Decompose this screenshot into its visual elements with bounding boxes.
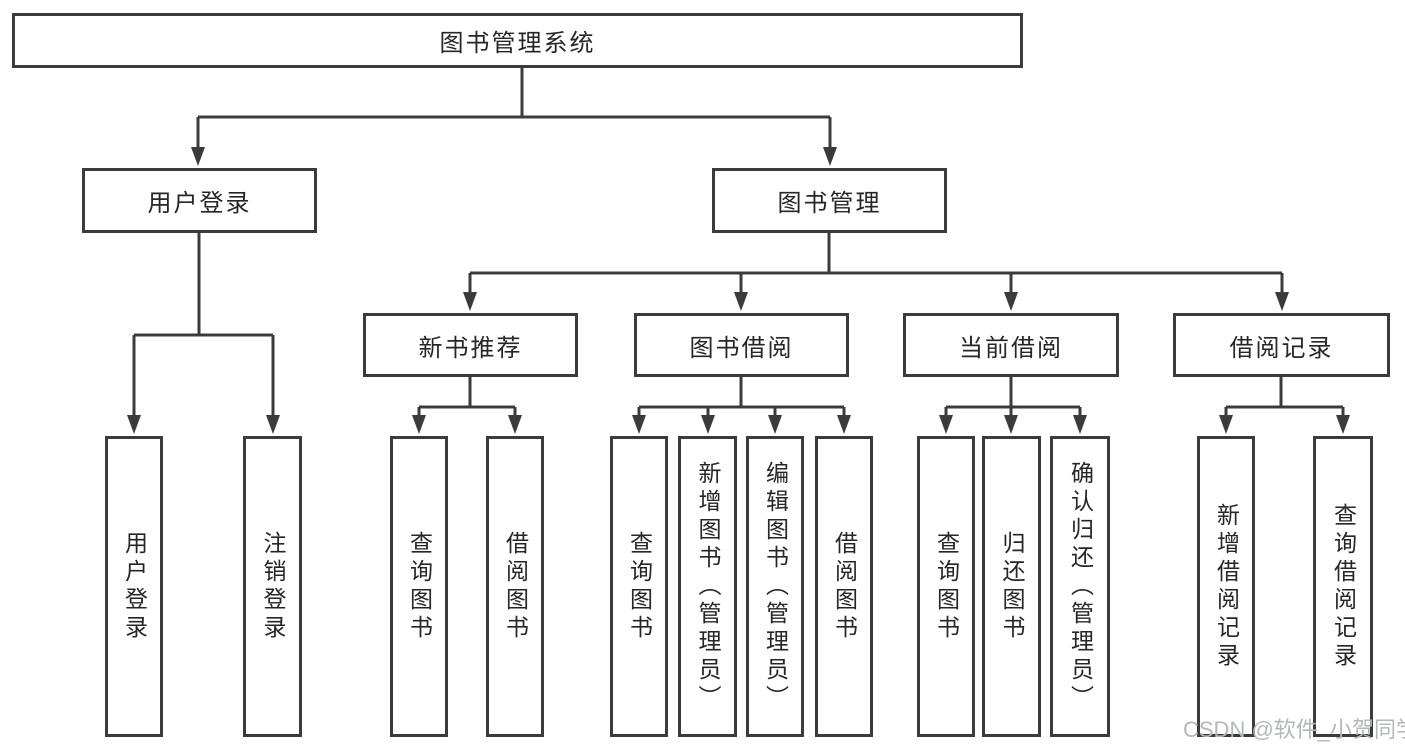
leaf-bb-add-books-admin: 新增图书（管理员） [678, 436, 737, 737]
leaf-user-login: 用户登录 [105, 436, 163, 737]
connector-borrow-records-children [1219, 377, 1350, 434]
connector-book-management-to-level3 [463, 233, 1289, 311]
leaf-cb-confirm-return-admin: 确认归还（管理员） [1050, 436, 1110, 737]
leaf-logout: 注销登录 [243, 436, 302, 737]
connector-root-to-level2 [191, 68, 837, 166]
leaf-bb-query-books: 查询图书 [610, 436, 668, 737]
csdn-watermark: CSDN @软件_小贺同学 [1183, 717, 1405, 742]
connector-user-login-children [127, 233, 280, 434]
leaf-bb-edit-books-admin: 编辑图书（管理员） [746, 436, 804, 737]
leaf-br-query-record: 查询借阅记录 [1313, 436, 1373, 737]
leaf-cb-query-books: 查询图书 [917, 436, 975, 737]
leaf-nb-query-books: 查询图书 [390, 436, 448, 737]
node-borrow-records: 借阅记录 [1173, 313, 1390, 377]
node-user-login: 用户登录 [82, 168, 317, 233]
connector-current-borrow-children [939, 377, 1087, 434]
leaf-br-add-record: 新增借阅记录 [1197, 436, 1255, 737]
node-book-borrow: 图书借阅 [634, 313, 849, 377]
leaf-bb-borrow-books: 借阅图书 [815, 436, 873, 737]
node-root-system: 图书管理系统 [12, 13, 1023, 68]
connector-book-borrow-children [632, 377, 851, 434]
node-current-borrow: 当前借阅 [903, 313, 1119, 377]
connector-new-book-recommend-children [412, 377, 522, 434]
leaf-cb-return-books: 归还图书 [982, 436, 1041, 737]
node-book-management: 图书管理 [712, 168, 947, 233]
node-new-book-recommend: 新书推荐 [363, 313, 578, 377]
leaf-nb-borrow-books: 借阅图书 [486, 436, 544, 737]
